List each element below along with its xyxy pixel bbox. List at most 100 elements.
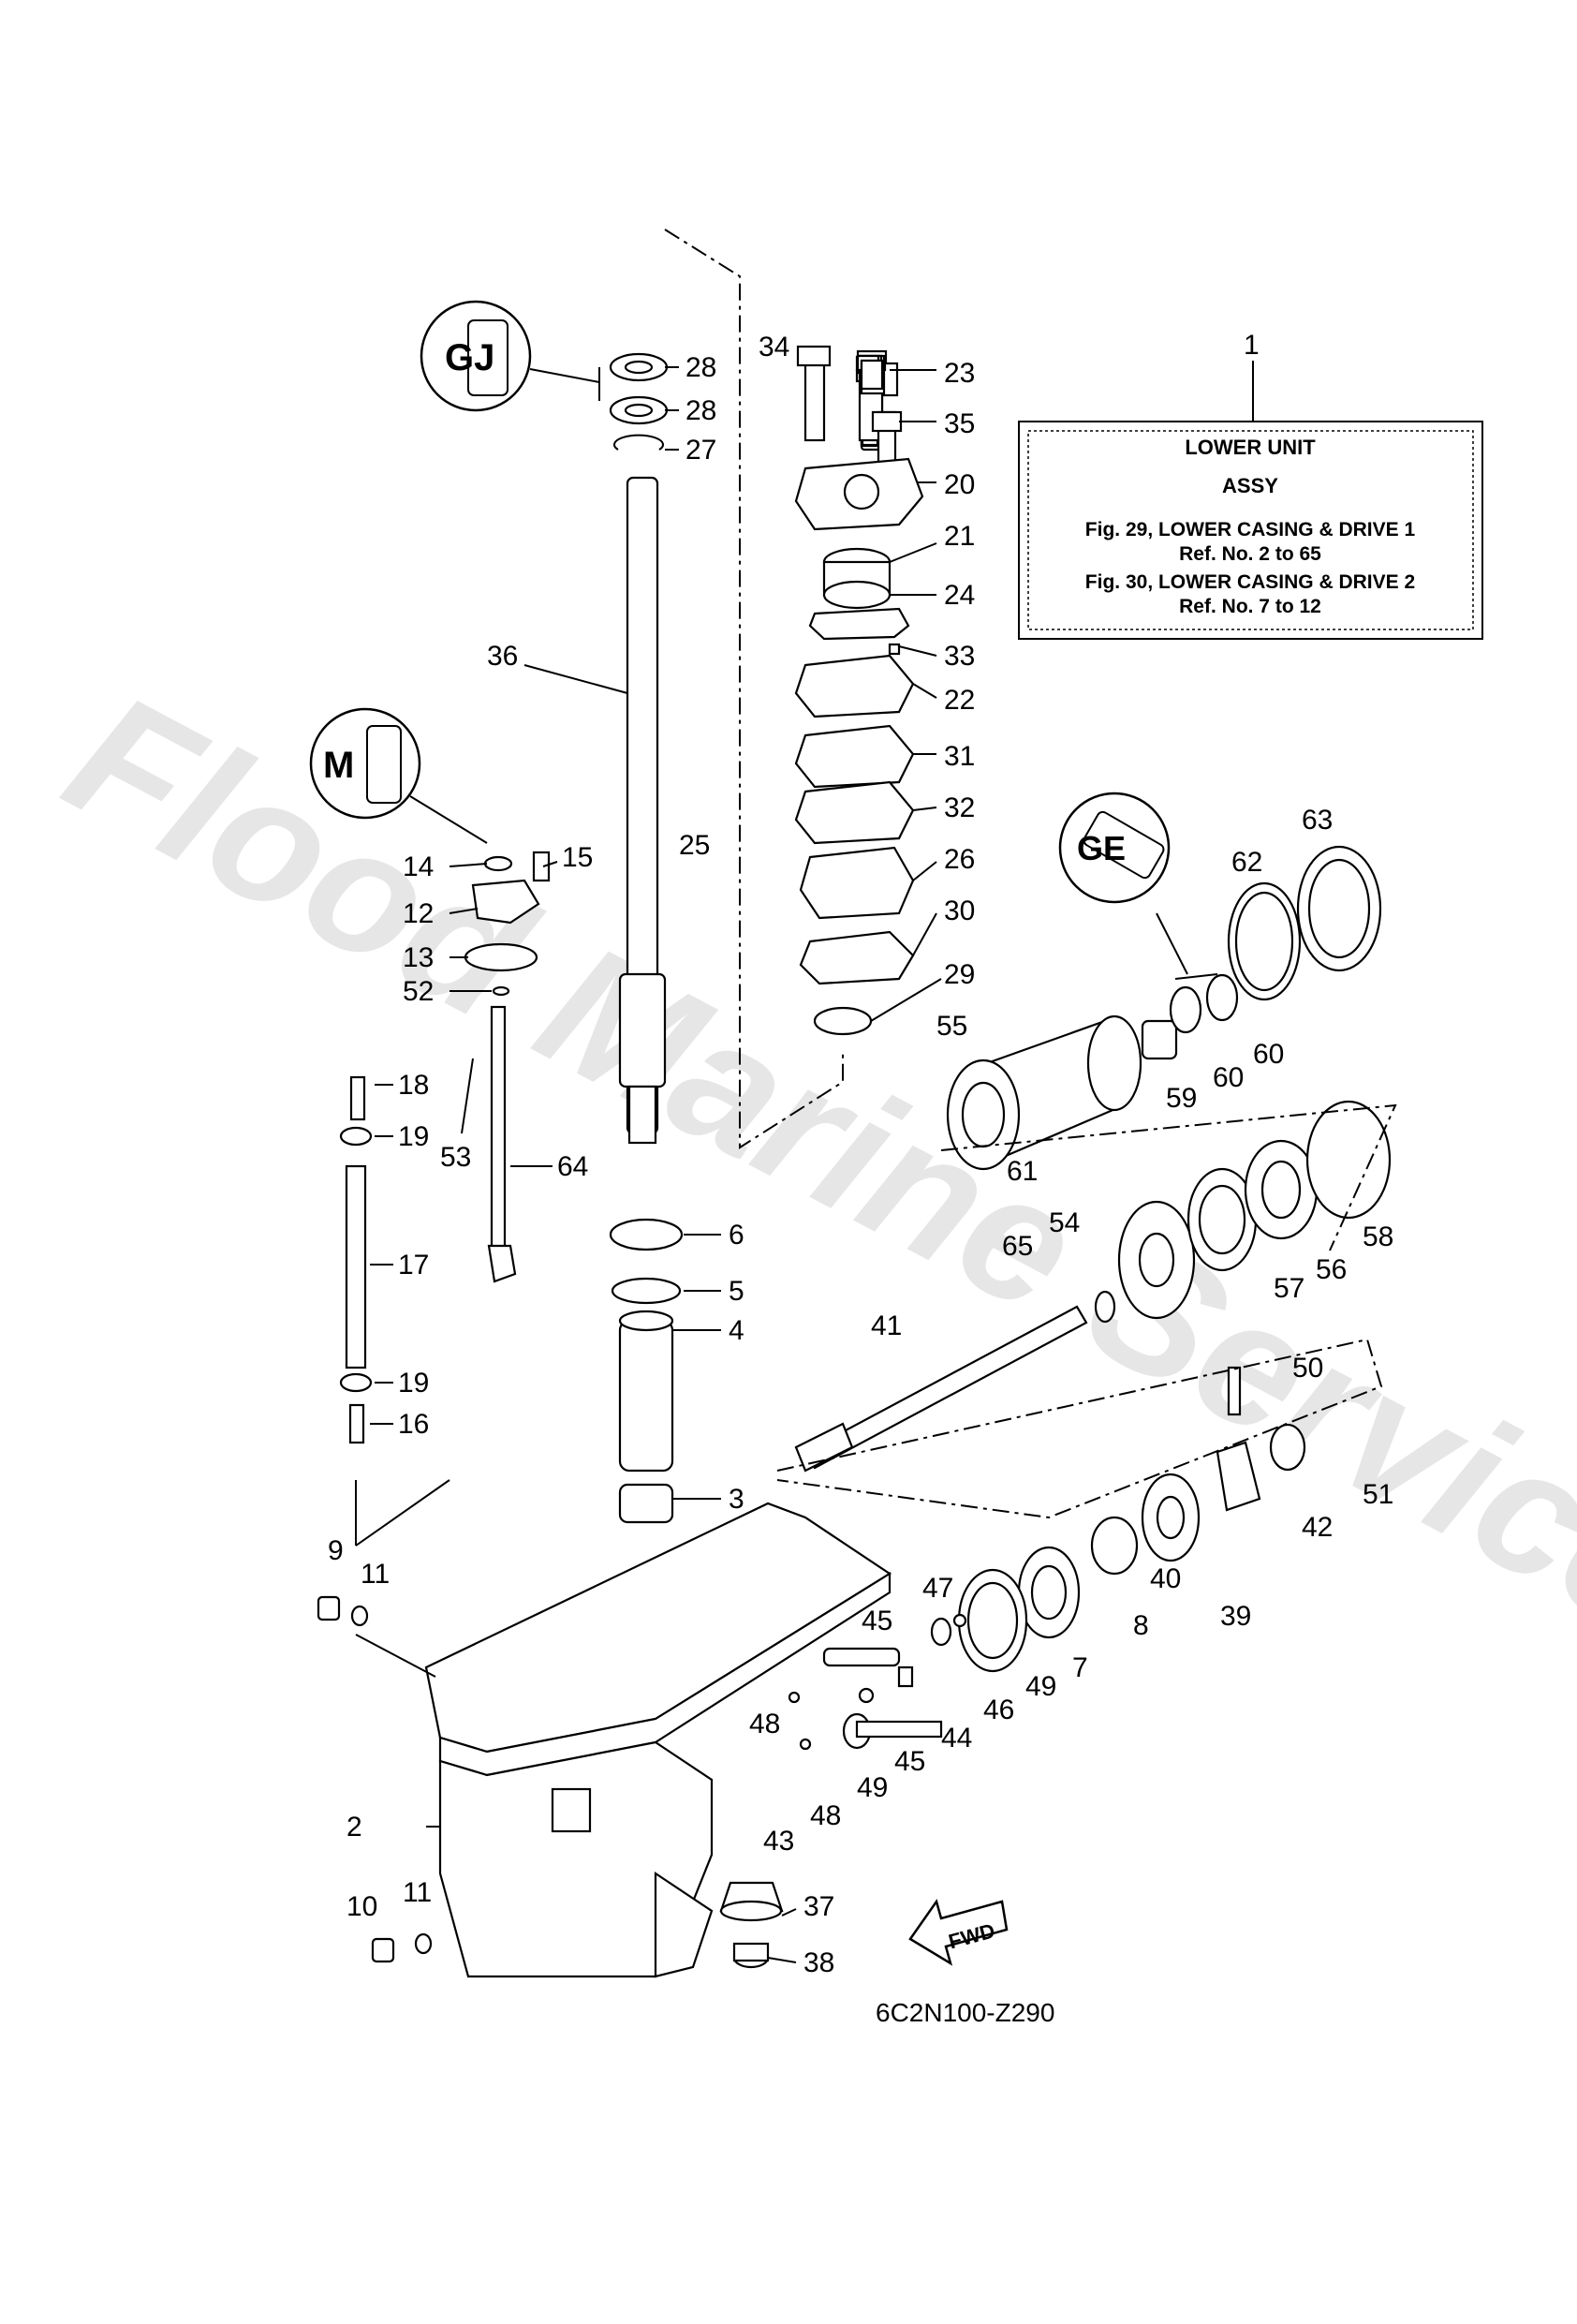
label-11b: 11	[403, 1877, 432, 1908]
rings-62-63	[1227, 845, 1382, 1001]
label-18: 18	[398, 1070, 429, 1101]
label-31: 31	[944, 741, 975, 772]
label-49b: 49	[1025, 1671, 1056, 1702]
label-13: 13	[403, 942, 434, 973]
pinion-37-nut-38	[719, 1881, 784, 1969]
label-4: 4	[729, 1315, 744, 1346]
bearing-housing-55	[946, 973, 1239, 1171]
label-27: 27	[685, 435, 716, 466]
label-6: 6	[729, 1220, 744, 1251]
label-47: 47	[922, 1573, 953, 1604]
label-25: 25	[679, 830, 710, 861]
drain-screws	[317, 1595, 433, 1963]
label-7: 7	[1072, 1652, 1088, 1683]
label-59: 59	[1166, 1083, 1197, 1114]
title-line-1: LOWER UNIT	[1185, 436, 1316, 459]
label-61: 61	[1007, 1156, 1038, 1187]
label-52: 52	[403, 976, 434, 1007]
bearing-stack	[609, 1218, 684, 1524]
label-30: 30	[944, 896, 975, 926]
label-34: 34	[759, 332, 789, 363]
label-65: 65	[1002, 1231, 1033, 1262]
label-64: 64	[557, 1151, 588, 1182]
gear-oil-symbol: GJ	[420, 300, 600, 412]
svg-text:GJ: GJ	[445, 337, 494, 378]
label-57: 57	[1274, 1273, 1304, 1304]
label-45b: 45	[894, 1746, 925, 1777]
label-1: 1	[1244, 330, 1260, 361]
label-58: 58	[1363, 1221, 1393, 1252]
label-26: 26	[944, 844, 975, 875]
label-44: 44	[941, 1723, 972, 1754]
label-24: 24	[944, 580, 975, 611]
label-10: 10	[346, 1891, 377, 1922]
driveshaft-36	[618, 476, 667, 1145]
label-48a: 48	[749, 1709, 780, 1739]
reverse-gear-assembly	[957, 1366, 1306, 1673]
fwd-arrow-icon: FWD	[908, 1899, 1009, 1966]
label-15: 15	[562, 842, 593, 873]
thrust-bearing-57-56-58	[1186, 1100, 1392, 1272]
label-29: 29	[944, 959, 975, 990]
grease-symbol: M	[309, 707, 488, 844]
forward-gear-54	[1117, 1200, 1196, 1320]
label-21: 21	[944, 521, 975, 552]
label-12: 12	[403, 898, 434, 929]
lower-casing-2	[424, 1502, 892, 1978]
propeller-shaft-41	[794, 1290, 1116, 1473]
label-14: 14	[403, 851, 434, 882]
label-63: 63	[1302, 805, 1333, 836]
label-8: 8	[1133, 1610, 1149, 1641]
label-40: 40	[1150, 1563, 1181, 1594]
svg-text:GE: GE	[1077, 829, 1126, 867]
svg-text:M: M	[323, 745, 354, 786]
label-45a: 45	[862, 1606, 892, 1636]
leader-lines	[370, 366, 942, 1963]
label-33: 33	[944, 641, 975, 672]
assembly-dash-frame-right	[940, 1103, 1397, 1251]
water-pump-parts	[794, 345, 924, 1036]
label-48b: 48	[810, 1800, 841, 1831]
assembly-dash-line-top	[664, 229, 844, 1149]
drawing-code: 6C2N100-Z290	[876, 1998, 1054, 2027]
shift-rod-assembly	[339, 851, 551, 1444]
label-51: 51	[1363, 1479, 1393, 1510]
label-16: 16	[398, 1409, 429, 1440]
part-number-labels: 28 28 27 34 23 35 20 21 24 33 22 31 32 2…	[328, 332, 1393, 1978]
label-50: 50	[1292, 1353, 1323, 1384]
label-19a: 19	[398, 1121, 429, 1152]
label-3: 3	[729, 1484, 744, 1515]
shift-plunger-parts	[788, 1613, 967, 1751]
label-43: 43	[763, 1826, 794, 1857]
label-17: 17	[398, 1250, 429, 1280]
label-2: 2	[346, 1812, 362, 1843]
lubricant-symbol: GE	[1058, 792, 1218, 980]
label-54: 54	[1049, 1207, 1080, 1238]
label-62: 62	[1231, 847, 1262, 878]
label-41: 41	[871, 1310, 902, 1341]
label-36: 36	[487, 641, 518, 672]
label-38: 38	[803, 1947, 834, 1978]
label-19b: 19	[398, 1368, 429, 1399]
label-32: 32	[944, 792, 975, 823]
label-60a: 60	[1213, 1062, 1244, 1093]
label-23: 23	[944, 358, 975, 389]
title-line-3: Fig. 29, LOWER CASING & DRIVE 1	[1085, 519, 1416, 540]
title-line-5: Fig. 30, LOWER CASING & DRIVE 2	[1085, 571, 1415, 593]
label-39: 39	[1220, 1601, 1251, 1632]
label-9: 9	[328, 1535, 344, 1566]
label-37: 37	[803, 1891, 834, 1922]
label-53: 53	[440, 1142, 471, 1173]
title-box: LOWER UNIT ASSY Fig. 29, LOWER CASING & …	[1018, 330, 1483, 640]
label-60b: 60	[1253, 1039, 1284, 1070]
label-55: 55	[936, 1011, 967, 1042]
title-line-4: Ref. No. 2 to 65	[1179, 543, 1321, 565]
title-line-6: Ref. No. 7 to 12	[1179, 596, 1321, 617]
label-35: 35	[944, 408, 975, 439]
label-28a: 28	[685, 352, 716, 383]
label-28b: 28	[685, 395, 716, 426]
label-20: 20	[944, 469, 975, 500]
label-5: 5	[729, 1276, 744, 1307]
label-46: 46	[983, 1695, 1014, 1725]
